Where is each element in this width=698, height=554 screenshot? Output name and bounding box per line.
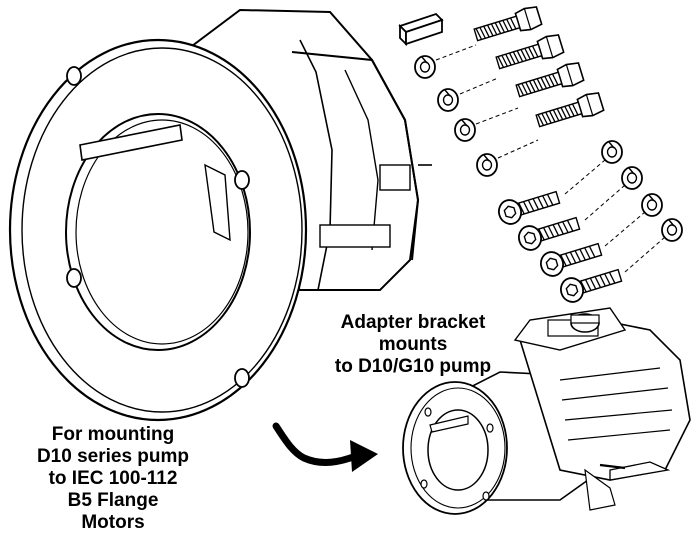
mounting-caption-line-2: D10 series pump (36, 446, 190, 467)
mounting-caption-line-1: For mounting (51, 424, 175, 445)
adapter-caption-line-1: Adapter bracket (340, 312, 486, 333)
adapter-caption-line-3: to D10/G10 pump (334, 356, 492, 377)
pump-assembly (402, 307, 691, 515)
shaft-key (398, 12, 444, 47)
adapter-bracket (8, 8, 432, 422)
mounting-caption: For mounting D10 series pump to IEC 100-… (20, 424, 206, 534)
adapter-caption: Adapter bracket mounts to D10/G10 pump (318, 312, 508, 378)
mounting-caption-line-5: Motors (81, 512, 145, 533)
washer-set-right (601, 140, 683, 242)
curved-arrow-right-icon (272, 422, 378, 472)
bracket-bore (65, 113, 251, 351)
mounting-caption-line-3: to IEC 100-112 (48, 468, 178, 489)
hex-bolt-set (471, 4, 606, 133)
mounting-caption-line-4: B5 Flange (67, 490, 159, 511)
adapter-caption-line-2: mounts (378, 334, 448, 355)
washer-set-left (414, 55, 498, 177)
socket-cap-screw-set (495, 185, 625, 306)
